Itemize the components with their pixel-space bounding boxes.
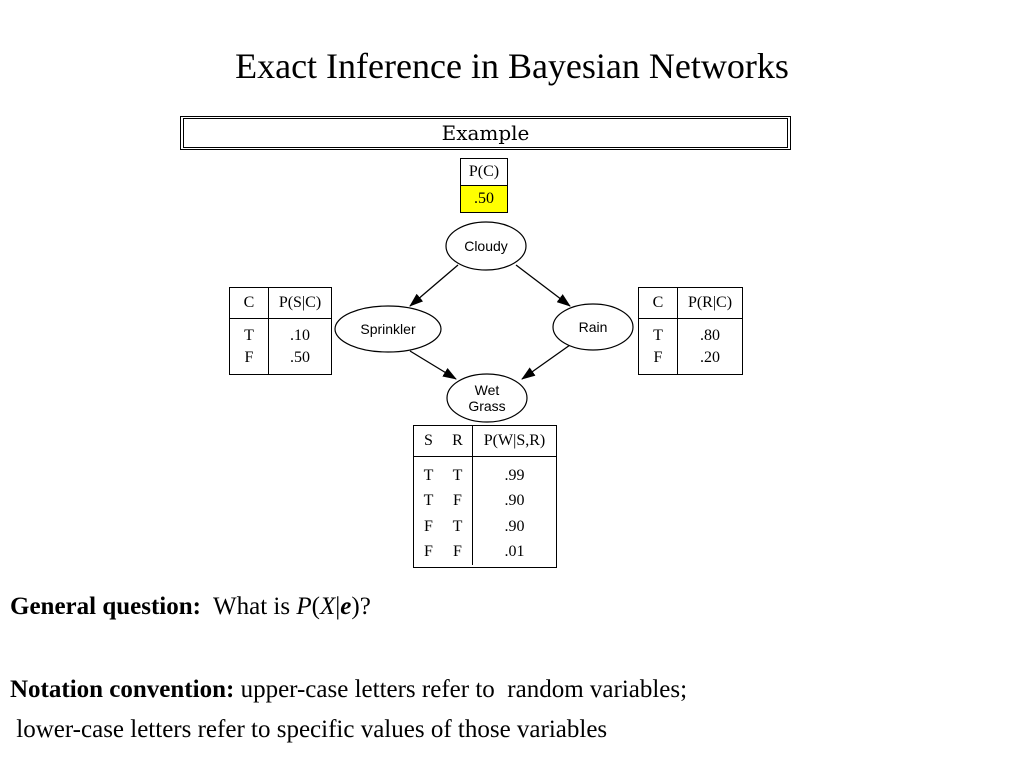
node-wet-grass-label-2: Grass [468,398,505,414]
cpt-cell: .90 [504,492,525,510]
cpt-cell: F [453,543,462,561]
cpt-cell: T [452,466,463,484]
notation-label: Notation convention: [10,676,235,703]
cpt-cell: .10 [290,326,310,344]
edge-sprinkler-wetgrass [409,350,457,380]
cpt-cell: F [653,348,663,366]
page-title: Exact Inference in Bayesian Networks [235,46,789,86]
node-wet-grass [446,373,528,423]
node-sprinkler [334,305,442,353]
node-rain [552,303,634,351]
notation-text: upper-case letters refer to random varia… [234,676,688,703]
cpt-cloudy-header: P(C) [461,159,507,186]
cpt-sprinkler: C P(S|C) T F .10 .50 [229,287,332,375]
cpt-cell: .20 [700,348,720,366]
cpt-sprinkler-header-c: C [243,294,255,311]
cpt-cloudy: P(C) .50 [460,158,508,213]
example-header: Example [180,116,791,150]
cpt-cell: .01 [504,543,525,561]
question-p: P [296,593,312,620]
edge-rain-wetgrass [521,344,571,380]
cpt-cloudy-value: .50 [461,186,507,212]
cpt-cell: T [423,466,434,484]
notation-convention: Notation convention: upper-case letters … [10,675,687,705]
cpt-wet-grass-header-r: R [452,432,463,449]
cpt-rain-header-p: P(R|C) [677,288,742,318]
cpt-cell: F [453,492,462,510]
cpt-cell: .50 [290,348,310,366]
cpt-cell: T [244,326,254,344]
node-cloudy-label: Cloudy [464,238,508,254]
cpt-sprinkler-header-p: P(S|C) [268,288,331,318]
cpt-wet-grass-header-p: P(W|S,R) [472,426,556,456]
edge-cloudy-sprinkler [409,264,459,307]
general-question: General question: What is P(X|e)? [10,592,371,622]
question-x: X [319,593,336,620]
cpt-cell: .80 [700,326,720,344]
node-cloudy [445,221,527,271]
cpt-cell: T [452,517,463,535]
cpt-cell: .99 [504,466,525,484]
cpt-cell: .90 [504,517,525,535]
cpt-wet-grass-header-s: S [424,432,433,449]
cpt-rain: C P(R|C) T F .80 .20 [638,287,743,375]
edge-cloudy-rain [515,264,571,307]
cpt-cell: F [244,348,254,366]
question-open: ( [311,593,320,620]
cpt-rain-header-c: C [652,294,664,311]
node-wet-grass-label-1: Wet [475,382,500,398]
cpt-cell: F [424,517,433,535]
node-rain-label: Rain [579,319,608,335]
cpt-cell: T [423,492,434,510]
notation-line-2: lower-case letters refer to specific val… [10,716,608,743]
question-bar: | [335,593,341,620]
node-sprinkler-label: Sprinkler [360,321,416,337]
question-text: What is [213,593,297,620]
question-close: )? [351,593,371,620]
cpt-cell: T [653,326,663,344]
general-question-label: General question: [10,593,201,620]
cpt-cell: F [424,543,433,561]
question-e: e [340,593,352,620]
